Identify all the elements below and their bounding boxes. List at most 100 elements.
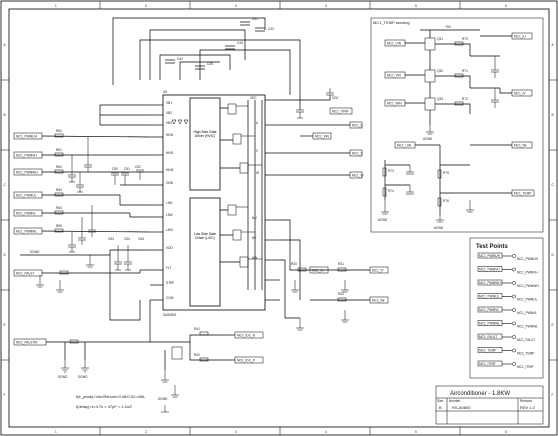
bottom-net-label: MC1_IDC_P (237, 359, 255, 363)
col-num: 5 (415, 4, 417, 8)
col-num: 6 (505, 430, 507, 434)
igbt-uh (227, 103, 248, 115)
svg-text:HIN2: HIN2 (166, 151, 173, 155)
ground-symbols-left (36, 255, 94, 373)
test-point-net-label: MC1_PWMVH (479, 267, 500, 271)
top-supply-wiring: C41 C42 C43 C44 C45 (112, 17, 301, 100)
test-point-net-box (477, 252, 503, 259)
ic-left-pins (150, 104, 163, 301)
test-point-label: MC1_PWMUL (517, 297, 538, 301)
input-net-vl: MC1_PWMVL (13, 209, 150, 218)
svg-text:FLT: FLT (166, 266, 171, 270)
col-num: 2 (145, 430, 147, 434)
svg-text:C50: C50 (112, 167, 118, 171)
svg-text:R75: R75 (443, 171, 449, 175)
svg-text:R64: R64 (56, 206, 62, 210)
svg-text:R30: R30 (291, 262, 297, 266)
sensing-title: MC1_TEMP sensing (373, 20, 410, 25)
test-point-net-label: MC1_PWMVL (479, 308, 499, 312)
sense-output-label: MC1_IV (514, 92, 526, 96)
svg-text:C55: C55 (138, 237, 144, 241)
svg-text:VB3: VB3 (166, 121, 172, 125)
svg-text:AGND: AGND (423, 137, 433, 141)
svg-text:Q31: Q31 (437, 37, 443, 41)
svg-text:DGND: DGND (58, 375, 68, 379)
idc-n-net: MC1_IDC_N (234, 331, 264, 339)
svg-text:C43: C43 (237, 41, 243, 45)
igbt-wl (239, 256, 262, 268)
row-letter: D (4, 253, 7, 257)
vin-net: MC1_VIN (300, 132, 332, 140)
svg-text:GND: GND (166, 181, 174, 185)
top-capacitors (165, 21, 265, 70)
sense-out-iv: MC1_IV (499, 88, 533, 97)
test-points-frame (469, 237, 544, 379)
test-point-net-label: MC1_FAULT (479, 335, 497, 339)
test-point-net-label: MC1_PWMUL (479, 294, 500, 298)
input-resistors (54, 133, 79, 344)
inner-frame (8, 8, 550, 428)
test-point-pad (512, 348, 516, 353)
sense-dividers (450, 41, 500, 114)
input-label: MC1_PWMWL (16, 230, 37, 234)
right-net-label: MC1_IU (312, 269, 324, 273)
test-points-title: Test Points (476, 244, 509, 250)
svg-text:W: W (256, 171, 259, 175)
svg-text:R72: R72 (462, 97, 468, 101)
test-point-label: MC1_TEMP (517, 351, 534, 355)
motor-out-label: MC1_W (352, 174, 364, 178)
svg-text:VB2: VB2 (166, 111, 172, 115)
left-inputs: MC1_PWMUH MC1_PWMVH MC1_PWMWH MC1_PWMUL … (13, 104, 151, 379)
input-net-faultin: MC1_FAULTIN (13, 300, 151, 346)
sensing-frame (370, 17, 544, 233)
svg-text:VDC: VDC (332, 96, 339, 100)
rev-value: REV 1.0 (520, 405, 536, 410)
formula-line-2: f(delay)=τ=4.7k × 47pF = 2.2uS (76, 404, 132, 409)
ic-part-label: SAS0801 (163, 313, 177, 317)
svg-text:R31: R31 (338, 262, 344, 266)
number-label: Number (449, 399, 461, 403)
itrip-net: MC1_ITRIP (329, 107, 353, 115)
svg-text:VDD: VDD (166, 246, 173, 250)
svg-text:AGND: AGND (434, 226, 444, 230)
sense-out-iw: MC1_IW (470, 141, 533, 149)
input-label: MC1_PWMWH (16, 171, 38, 175)
test-point-net-label: MC1_PWMWL (479, 321, 500, 325)
rev-label: Revision (520, 399, 532, 403)
ic-ref: U6 (163, 90, 167, 94)
svg-text:DGND: DGND (78, 375, 88, 379)
input-net-vh: MC1_PWMVH (13, 151, 150, 159)
test-point-net-box (477, 293, 503, 299)
sense-in-v: MC1_VIN (384, 71, 425, 79)
row-letter: A (4, 43, 7, 47)
svg-text:R76: R76 (443, 199, 449, 203)
motor-out-w: MC1_W (349, 171, 364, 179)
svg-text:+5V: +5V (445, 25, 452, 29)
svg-text:ITRIP: ITRIP (166, 281, 174, 285)
svg-text:HIN3: HIN3 (166, 168, 173, 172)
test-point-net-box (477, 279, 503, 286)
high-side-label: High Side Gate Driver (HVIC) (193, 130, 217, 139)
sense-input-label: MC1_WIN (387, 102, 402, 106)
sense-in-lower: MC1_UIN (394, 141, 440, 149)
test-point-label: MC1_PWMWL (517, 324, 538, 328)
test-point-pad (512, 308, 516, 312)
test-point-label: MC1_PWMWH (517, 284, 539, 288)
motor-out-label: MC1_U (352, 124, 364, 128)
svg-text:R65: R65 (56, 224, 62, 228)
col-num: 6 (505, 4, 507, 8)
svg-text:Q33: Q33 (437, 97, 443, 101)
svg-text:C44: C44 (177, 57, 183, 61)
top-zone-markers: 1 2 3 4 5 6 (55, 1, 507, 9)
test-point-label: MC1_PWMVH (517, 270, 538, 274)
row-letter: F (552, 393, 554, 397)
input-label: MC1_FAULT (16, 272, 34, 276)
bottom-sense: MC1_IDC_N MC1_IDC_P R41 R42 DGND (150, 327, 264, 413)
col-num: 3 (235, 430, 237, 434)
test-point-item: MC1_PWMWL MC1_PWMWL (477, 320, 538, 328)
col-num: 1 (55, 4, 57, 8)
